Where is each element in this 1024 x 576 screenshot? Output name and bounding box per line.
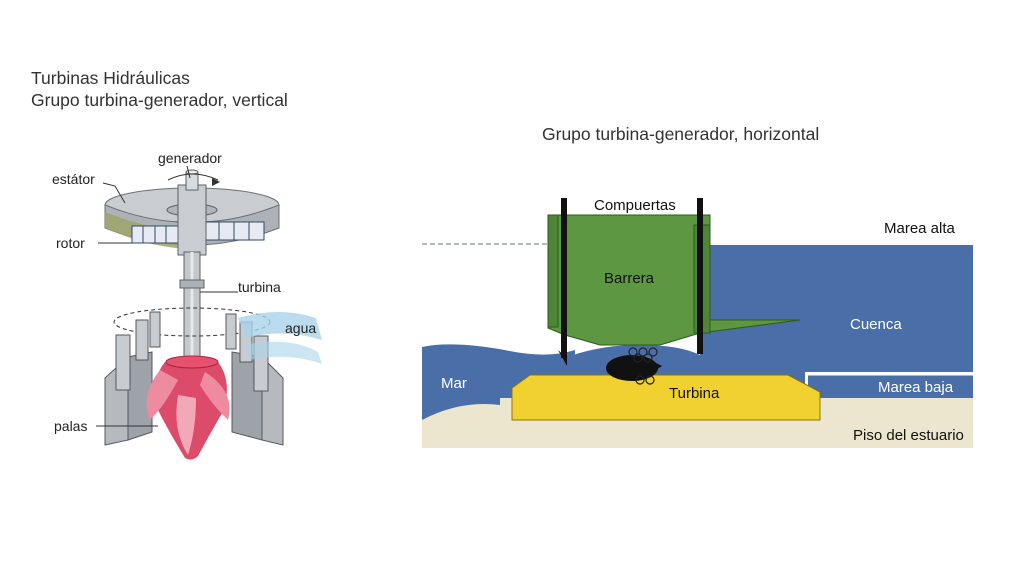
label-marea-alta: Marea alta [884,220,956,237]
label-barrera: Barrera [604,270,655,287]
turbine-bulb [606,347,662,385]
label-estator: estátor [52,171,95,187]
label-compuertas: Compuertas [594,197,676,214]
slide-title: Turbinas Hidráulicas [31,68,190,88]
label-generador: generador [158,150,222,166]
water-flow [238,312,322,364]
label-cuenca: Cuenca [850,316,902,333]
runner-blades [146,355,230,460]
label-rotor: rotor [56,235,85,251]
slide-subtitle-vertical: Grupo turbina-generador, vertical [31,90,288,110]
label-piso-estuario: Piso del estuario [853,427,964,444]
turbine-base [511,374,821,421]
label-marea-baja: Marea baja [878,379,954,396]
low-tide-band [808,375,973,398]
vertical-diagram-labels: generador estátor rotor turbina agua pal… [52,150,316,434]
horizontal-turbine-diagram: Compuertas Marea alta Barrera Cuenca Mar… [422,197,973,448]
leader-lines [96,165,238,427]
slide-title-block: Turbinas Hidráulicas Grupo turbina-gener… [31,67,288,111]
label-turbina-vertical: turbina [238,279,281,295]
label-turbina-horizontal: Turbina [669,385,720,402]
basin-water [700,245,973,372]
slide-subtitle-horizontal: Grupo turbina-generador, horizontal [542,124,820,144]
horizontal-diagram-labels: Compuertas Marea alta Barrera Cuenca Mar… [441,197,964,444]
gates [558,198,703,366]
label-palas: palas [54,418,87,434]
label-mar: Mar [441,375,467,392]
generator-assembly [104,169,280,256]
vertical-turbine-diagram: generador estátor rotor turbina agua pal… [52,150,322,460]
turbine-casing [104,307,284,446]
label-agua: agua [285,320,316,336]
turbine-shaft [179,251,205,363]
